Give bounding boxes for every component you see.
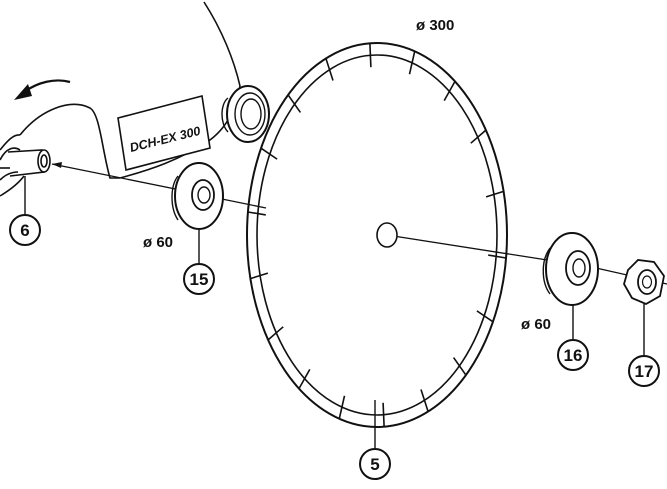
- hex-nut: [624, 260, 664, 304]
- callout-disc: 5: [360, 449, 390, 479]
- disc-segment-gap: [383, 403, 384, 427]
- callout-inner-flange-number: 15: [190, 270, 209, 289]
- callout-outer-flange-number: 16: [564, 346, 583, 365]
- housing-bearing: [222, 86, 269, 142]
- diamond-cutting-disc: [247, 43, 507, 427]
- callout-nut: 17: [629, 356, 659, 386]
- callout-nut-number: 17: [635, 362, 654, 381]
- model-plate: DCH-EX 300: [118, 96, 210, 170]
- inner-flange: [172, 163, 223, 229]
- disc-segment-gap: [248, 212, 266, 215]
- disc-segment-gap: [471, 130, 486, 143]
- disc-segment-gap: [326, 58, 333, 80]
- callout-disc-number: 5: [370, 455, 379, 474]
- outer-flange-diameter-label: ø 60: [521, 316, 551, 333]
- disc-segment-gap: [268, 327, 283, 340]
- rotation-direction-arrow-icon: [14, 80, 70, 100]
- callout-spindle: 6: [10, 215, 40, 245]
- disc-arbor-hole: [377, 223, 397, 247]
- spindle-shaft: [0, 148, 50, 180]
- callout-spindle-number: 6: [20, 221, 29, 240]
- disc-segment-gap: [444, 81, 455, 100]
- disc-diameter-label: ø 300: [416, 17, 454, 34]
- callout-leaders: [25, 176, 644, 448]
- disc-segment-gap: [488, 255, 506, 258]
- disc-segment-gap: [421, 390, 428, 412]
- callout-inner-flange: 15: [184, 264, 214, 294]
- outer-flange: [543, 233, 598, 305]
- inner-flange-diameter-label: ø 60: [143, 234, 173, 251]
- disc-segment-gap: [370, 43, 371, 67]
- callout-outer-flange: 16: [558, 340, 588, 370]
- disc-segment-gap: [299, 369, 310, 388]
